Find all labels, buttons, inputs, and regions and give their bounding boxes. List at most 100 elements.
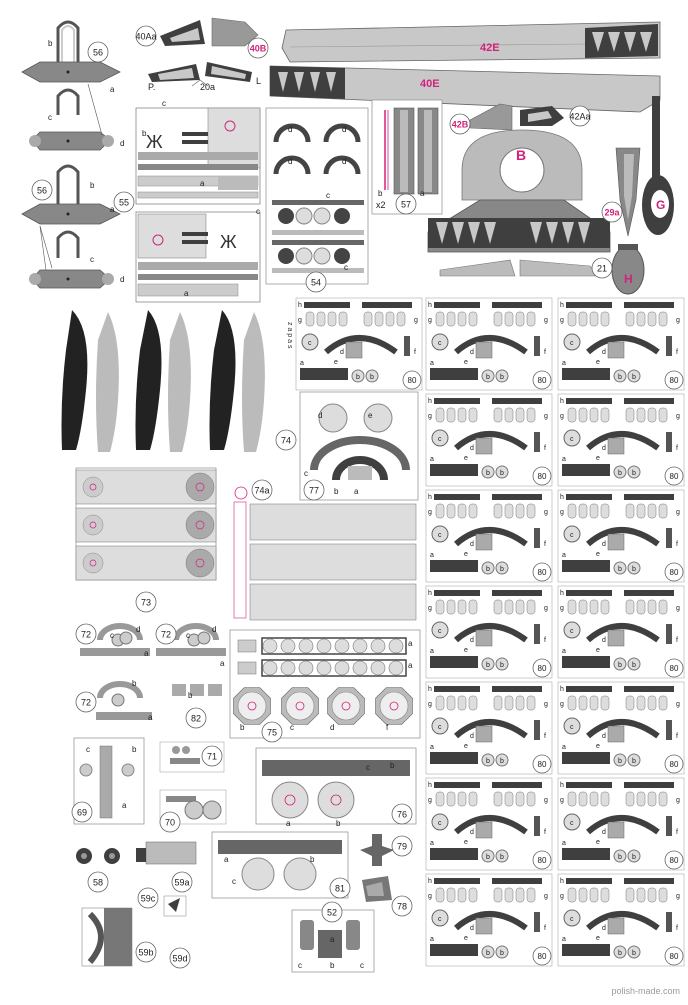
part-number-text: 72 [81,698,91,708]
letter-label: c [570,436,574,443]
letter-label: b [500,854,504,861]
letter-label: b [500,758,504,765]
letter-label: e [464,359,468,366]
label-B: B [516,147,526,163]
letter-label: a [562,840,566,847]
letter-label: e [464,743,468,750]
part-42B [469,103,564,131]
letter-label: h [428,302,432,309]
part-number-text: 80 [538,664,547,673]
letter-label: a [430,840,434,847]
letter-label: a [330,935,335,944]
part-label-text: 42B [452,120,469,130]
letter-label: g [560,605,564,612]
letter-label: h [560,686,564,693]
part-number-text: 80 [670,376,679,385]
letter-label: d [470,733,474,740]
letter-label: d [602,829,606,836]
letter-label: d [318,411,322,420]
letter-label: g [560,797,564,804]
letter-label: b [390,761,395,770]
letter-label: a [144,649,149,658]
part-number-52: 52 [321,901,343,923]
part-number-55: 55 [113,191,135,213]
part-number-text: 54 [311,278,321,288]
part-number-42Aa: 42Aa [569,105,591,127]
letter-label: d [602,541,606,548]
letter-label: g [544,317,548,324]
part-number-text: 71 [207,752,217,762]
part-number-79: 79 [391,835,413,857]
letter-label: e [464,647,468,654]
part-number-59d: 59d [169,947,191,969]
letter-label: c [438,436,442,443]
letter-label: d [136,625,140,634]
svg-text:Ж: Ж [146,132,163,152]
part-number-text: 59d [172,954,187,964]
part-G-H: G H [611,96,674,295]
part-78 [362,876,392,902]
part-number-text: 73 [141,598,151,608]
part-54 [265,107,369,285]
part-number-text: 80 [670,664,679,673]
letter-label: h [298,302,302,309]
wing-42E: 42E [281,21,661,63]
part-number-text: 78 [397,902,407,912]
letter-label: h [560,398,564,405]
letter-label: d [288,157,292,166]
letter-label: c [86,745,90,754]
letter-label: b [486,374,490,381]
part-label-text: 29a [604,208,620,218]
letter-label: a [408,661,413,670]
letter-label: h [560,782,564,789]
letter-label: g [428,797,432,804]
part-number-text: 77 [309,486,319,496]
letter-label: d [212,625,216,634]
part-number-75: 75 [261,721,283,743]
letter-label: c [438,628,442,635]
part-number-text: 76 [397,810,407,820]
letter-label: g [676,317,680,324]
letter-label: a [220,659,225,668]
letter-label: a [354,487,359,496]
label-H: H [624,272,633,286]
letter-label: f [544,445,546,452]
part-number-text: 58 [93,878,103,888]
letter-label: a [122,801,127,810]
part-59b [81,907,133,967]
letter-label: g [560,317,564,324]
part-number-text: 42Aa [569,112,590,122]
letter-label: d [602,637,606,644]
part-number-text: 59c [141,894,156,904]
letter-label: e [464,455,468,462]
letter-label: f [676,541,678,548]
part-number-text: 56 [37,186,47,196]
part-number-text: 80 [670,856,679,865]
letter-label: f [676,349,678,356]
letter-label: g [544,509,548,516]
letter-label: d [342,125,346,134]
letter-label: f [544,829,546,836]
letter-label: b [356,374,360,381]
part-number-56: 56 [87,41,109,63]
letter-label: b [618,566,622,573]
label-42E: 42E [480,42,500,54]
part-number-text: 75 [267,728,277,738]
letter-label: g [414,317,418,324]
letter-label: b [378,189,383,198]
letter-label: b [618,854,622,861]
part-number-text: 40Aa [135,32,156,42]
letter-label: e [596,647,600,654]
letter-label: f [544,925,546,932]
letter-label: c [570,916,574,923]
part-number-71: 71 [201,745,223,767]
letter-label: f [544,541,546,548]
letter-label: g [298,317,302,324]
